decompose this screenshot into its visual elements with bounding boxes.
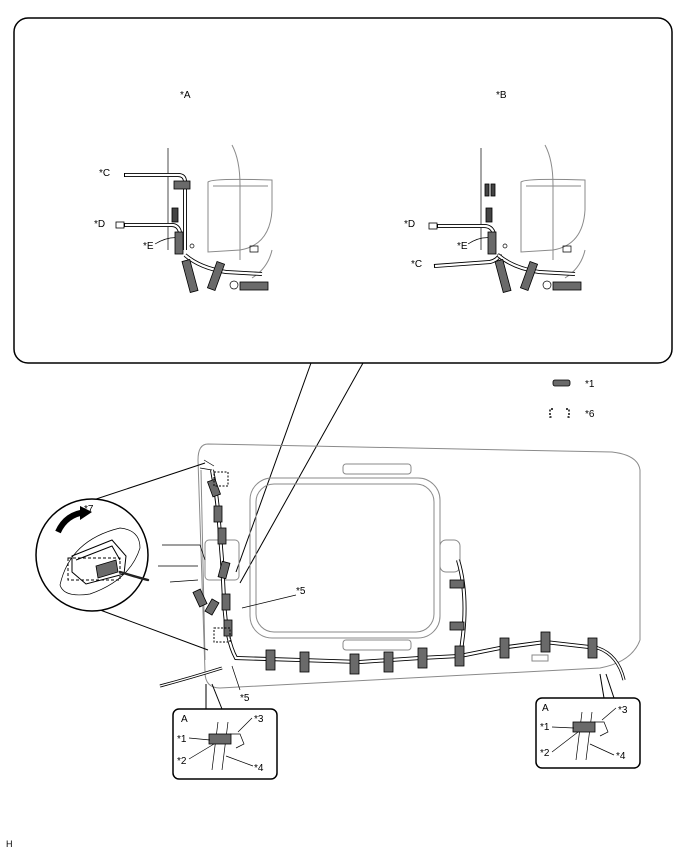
tape-icon [208, 733, 232, 745]
tape-icon [174, 231, 184, 255]
label-e-left: *E [143, 241, 154, 252]
inset-a-left: A *1 *2 *3 *4 [172, 683, 278, 780]
label-c-right: *C [411, 259, 422, 270]
inset-a-right-2: *2 [540, 748, 550, 759]
tape-icon [572, 721, 596, 733]
legend-label-1: *1 [585, 379, 595, 390]
pointer-line-right [239, 362, 364, 584]
tape-icon [487, 231, 497, 255]
inset-a-left-4: *4 [254, 763, 264, 774]
tape-icon [173, 180, 191, 190]
rotate-arrow-icon [80, 506, 92, 520]
figure-code: H [6, 839, 13, 849]
inset-a-right-title: A [542, 703, 549, 714]
detail-panel [13, 17, 673, 584]
label-e-right: *E [457, 241, 468, 252]
inset-a-left-2: *2 [177, 756, 187, 767]
connector-icon [115, 221, 125, 229]
label-5-upper: *5 [296, 586, 306, 597]
clamp-icon [171, 207, 179, 223]
detail-view-b: *B *D *E *C [404, 90, 586, 293]
label-d-left: *D [94, 219, 105, 230]
legend: *1 *6 [549, 379, 595, 420]
tape-legend-icon [552, 379, 571, 387]
inset-a-right-4: *4 [616, 751, 626, 762]
clamp-icon [494, 259, 512, 293]
label-5-lower: *5 [240, 693, 250, 704]
clamp-icon [206, 260, 226, 292]
clamp-icon [485, 207, 493, 223]
clamp-icon [181, 259, 199, 293]
label-d-right: *D [404, 219, 415, 230]
inset-a-right: A *1 *2 *3 *4 [535, 673, 641, 769]
inset-a-right-3: *3 [618, 705, 628, 716]
inset-a-left-3: *3 [254, 714, 264, 725]
label-7: *7 [84, 504, 94, 515]
label-c-left: *C [99, 168, 110, 179]
inset-a-left-title: A [181, 714, 188, 725]
detail-view-a: *A *C *D *E [94, 90, 273, 293]
clamp-icon [552, 281, 582, 291]
dashed-bracket-icon [549, 408, 570, 418]
connector-icon [428, 222, 438, 230]
zoom-detail-7: *7 [35, 462, 209, 651]
inset-a-right-1: *1 [540, 722, 550, 733]
label-view-b: *B [496, 90, 507, 101]
wire-harness [158, 459, 599, 688]
clamp-icon [519, 260, 539, 292]
headliner-body [197, 443, 641, 689]
label-view-a: *A [180, 90, 191, 101]
pointer-line-left [235, 362, 312, 573]
clamp-icon [239, 281, 269, 291]
inset-a-left-1: *1 [177, 734, 187, 745]
legend-label-6: *6 [585, 409, 595, 420]
